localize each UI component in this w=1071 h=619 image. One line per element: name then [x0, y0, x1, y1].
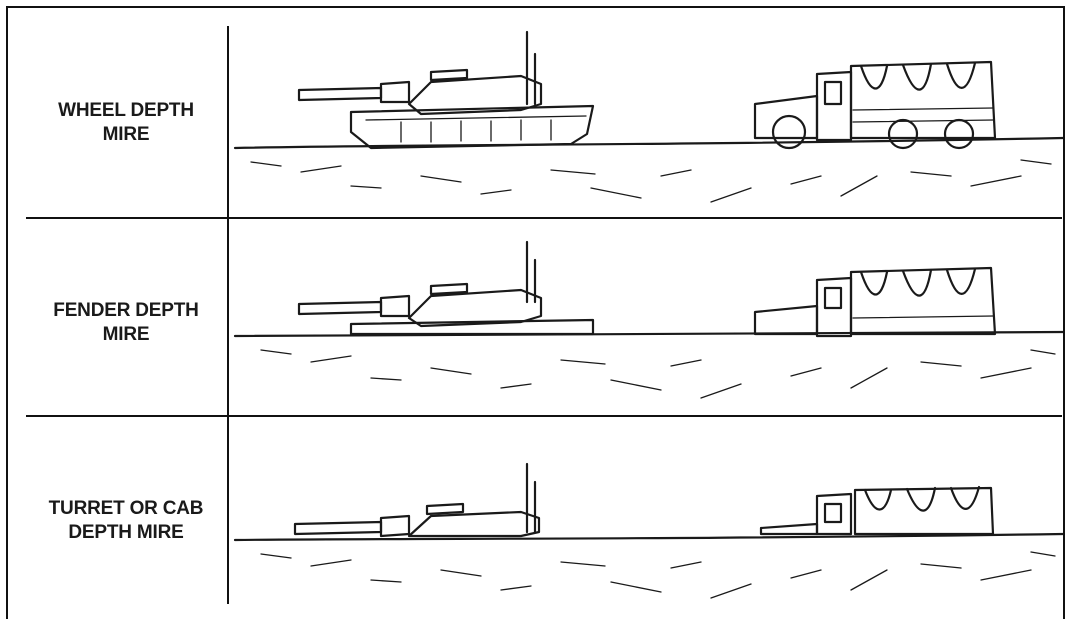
label-turret-depth-mire: TURRET OR CAB DEPTH MIRE: [26, 497, 226, 545]
truck-illustration: [755, 62, 995, 148]
truck-illustration: [761, 487, 993, 534]
row-divider-2: [26, 415, 1062, 417]
scene-turret-depth: [231, 420, 1063, 605]
label-column-divider: [227, 26, 229, 604]
tank-illustration: [295, 464, 539, 536]
scene-wheel-depth: [231, 26, 1063, 216]
label-line: MIRE: [26, 123, 226, 147]
truck-illustration: [755, 268, 995, 336]
scene-fender-depth: [231, 222, 1063, 412]
label-line: DEPTH MIRE: [26, 521, 226, 545]
label-line: FENDER DEPTH: [26, 299, 226, 323]
terrain-texture: [251, 160, 1051, 202]
tank-illustration: [299, 32, 593, 148]
ground-line: [235, 534, 1063, 540]
label-line: WHEEL DEPTH: [26, 99, 226, 123]
label-line: MIRE: [26, 323, 226, 347]
label-fender-depth-mire: FENDER DEPTH MIRE: [26, 299, 226, 347]
tank-illustration: [299, 242, 593, 334]
label-line: TURRET OR CAB: [26, 497, 226, 521]
label-wheel-depth-mire: WHEEL DEPTH MIRE: [26, 99, 226, 147]
row-divider-1: [26, 217, 1062, 219]
terrain-texture: [261, 552, 1055, 598]
terrain-texture: [261, 350, 1055, 398]
